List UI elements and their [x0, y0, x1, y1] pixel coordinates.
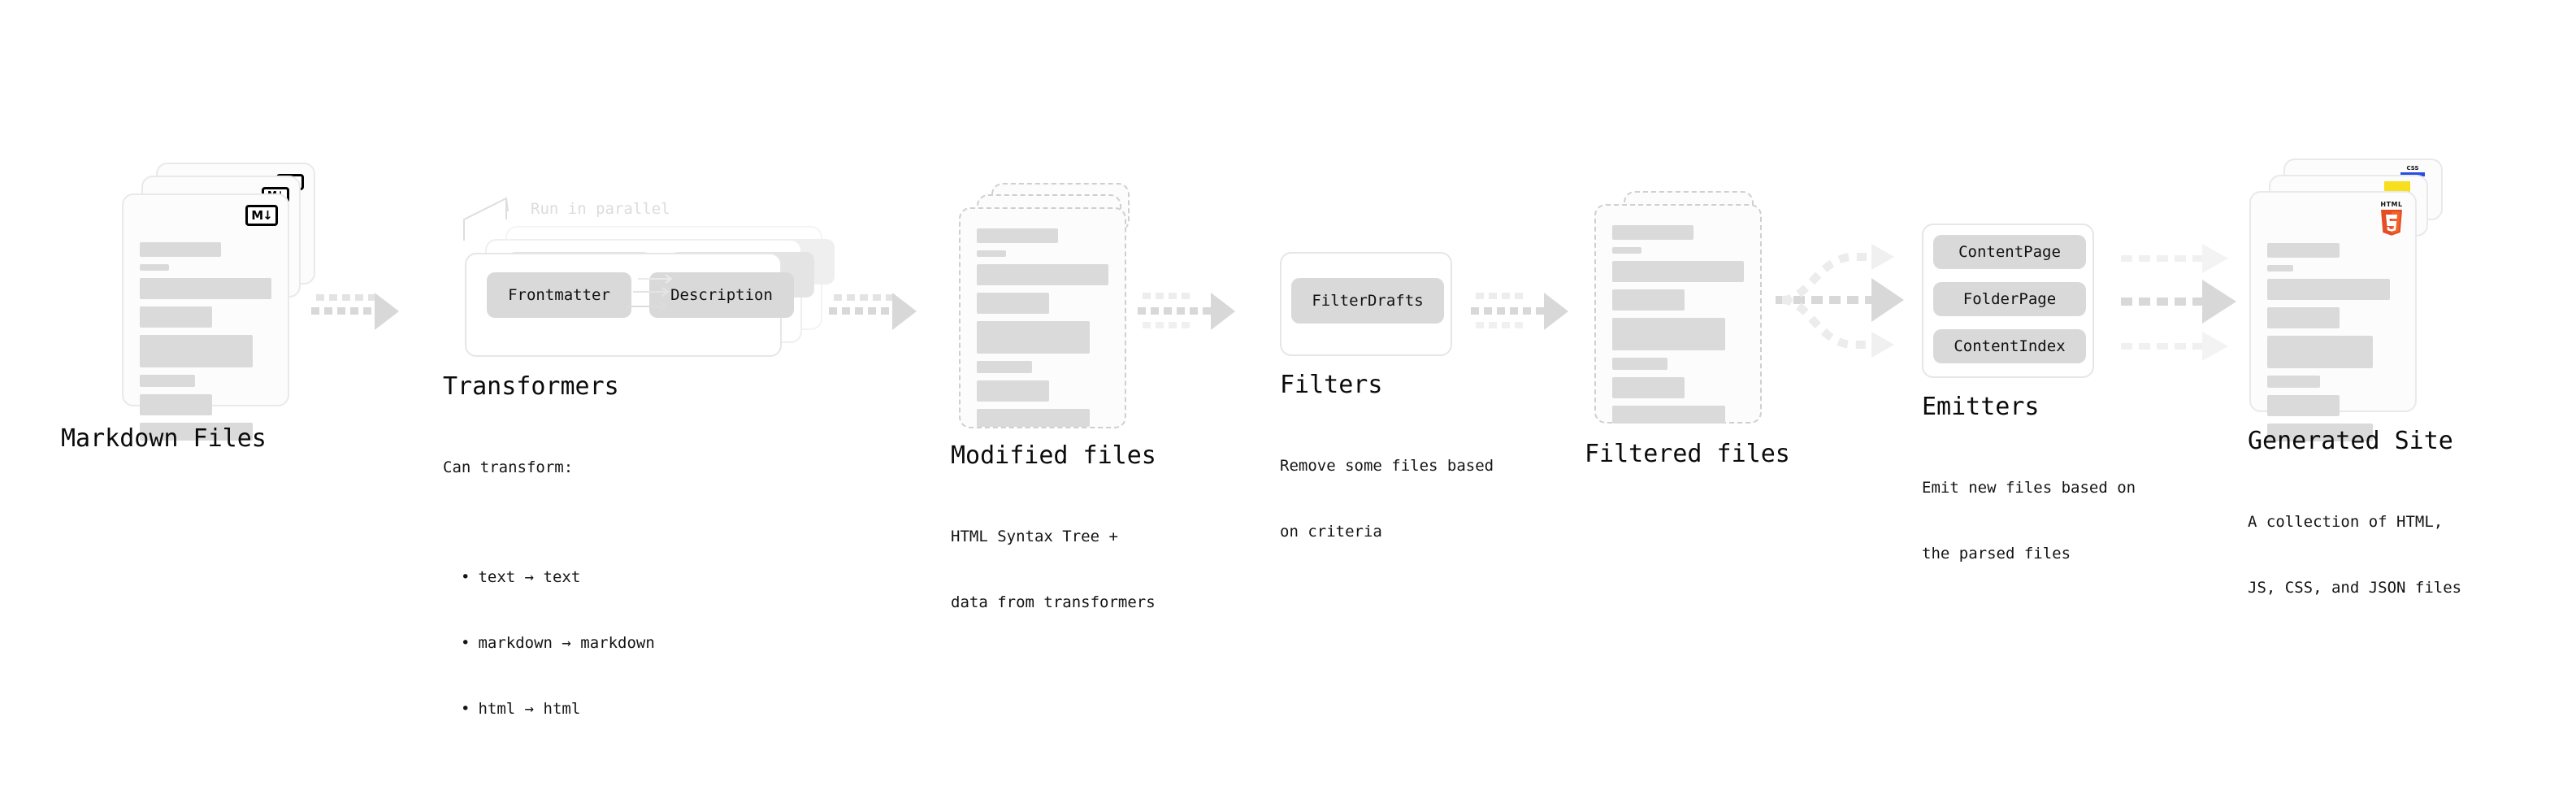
css-icon: CSS — [2400, 165, 2425, 176]
stage-caption-modified-files: HTML Syntax Tree + data from transformer… — [951, 482, 1156, 658]
css-icon-label: CSS — [2406, 165, 2419, 172]
stage-filtered-files: Filtered files — [1585, 191, 1790, 468]
html5-icon: HTML — [2378, 201, 2405, 237]
stage-title-transformers: Transformers — [443, 372, 619, 401]
emitter-chip-contentindex[interactable]: ContentIndex — [1933, 329, 2086, 363]
stage-generated-site: CSS HTML — [2248, 159, 2461, 597]
pipeline-diagram: M↓ M↓ M↓ Markdown Fi — [0, 0, 2576, 681]
run-in-parallel-label: Run in parallel — [531, 200, 670, 218]
emitters-panel: ContentPage FolderPage ContentIndex — [1922, 224, 2094, 378]
stage-title-emitters: Emitters — [1922, 393, 2040, 421]
transform-list: text → text markdown → markdown html → h… — [443, 523, 655, 764]
html5-shield-shape — [2381, 210, 2402, 236]
caption-line: HTML Syntax Tree + — [951, 528, 1118, 545]
run-in-parallel-bracket — [463, 197, 509, 241]
modified-file-stack — [959, 183, 1146, 428]
connector-emitters-to-site — [2121, 244, 2236, 361]
transformer-chip-frontmatter[interactable]: Frontmatter — [487, 272, 631, 318]
skeleton-body — [2267, 243, 2399, 449]
caption-heading: Can transform: — [443, 458, 574, 476]
caption-line: Emit new files based on — [1922, 479, 2136, 497]
transformer-panel-front: Frontmatter Description — [465, 253, 794, 357]
connector-filters-to-filtered — [1471, 293, 1568, 330]
markdown-card-front: M↓ — [122, 193, 289, 441]
skeleton-body — [140, 242, 271, 448]
transform-list-item: markdown → markdown — [461, 632, 654, 654]
filters-panel: FilterDrafts — [1280, 252, 1452, 356]
emitter-chip-folderpage[interactable]: FolderPage — [1933, 282, 2086, 316]
caption-line: on criteria — [1280, 523, 1382, 541]
stage-caption-generated-site: A collection of HTML, JS, CSS, and JSON … — [2248, 467, 2461, 643]
caption-line: A collection of HTML, — [2248, 513, 2444, 531]
stage-title-markdown-files: Markdown Files — [61, 424, 267, 453]
emitter-chip-contentpage[interactable]: ContentPage — [1933, 235, 2086, 269]
stage-caption-emitters: Emit new files based on the parsed files — [1922, 433, 2136, 609]
stage-markdown-files: M↓ M↓ M↓ Markdown Fi — [61, 163, 317, 453]
markdown-icon: M↓ — [245, 205, 278, 226]
html5-icon-label: HTML — [2380, 201, 2403, 208]
generated-card-front-html: HTML — [2249, 191, 2417, 441]
stage-title-generated-site: Generated Site — [2248, 427, 2453, 455]
skeleton-body — [1612, 225, 1744, 431]
caption-line: the parsed files — [1922, 545, 2071, 563]
connector-modified-to-filters — [1138, 293, 1235, 330]
stage-modified-files: Modified files HTML Syntax Tree + data f… — [951, 183, 1156, 611]
stage-caption-transformers: Can transform: text → text markdown → ma… — [443, 413, 655, 808]
stage-caption-filters: Remove some files based on criteria — [1280, 411, 1494, 587]
transformer-chip-description[interactable]: Description — [649, 272, 794, 318]
filtered-file-stack — [1594, 191, 1781, 427]
caption-line: JS, CSS, and JSON files — [2248, 579, 2462, 597]
caption-line: data from transformers — [951, 593, 1156, 611]
connector-md-to-transformers — [311, 293, 399, 330]
connector-filtered-to-emitters — [1776, 244, 1904, 358]
filter-chip-filterdrafts[interactable]: FilterDrafts — [1291, 278, 1444, 324]
skeleton-body — [977, 228, 1108, 434]
transformer-inner-arrows — [627, 274, 673, 312]
stage-title-filters: Filters — [1280, 371, 1383, 399]
stage-title-modified-files: Modified files — [951, 441, 1156, 470]
modified-card-front — [959, 207, 1126, 428]
transform-list-item: html → html — [461, 698, 655, 720]
markdown-file-stack: M↓ M↓ M↓ — [122, 163, 317, 441]
stage-title-filtered-files: Filtered files — [1585, 440, 1790, 468]
generated-site-stack: CSS HTML — [2249, 159, 2452, 441]
transform-list-item: text → text — [461, 567, 655, 589]
connector-transformers-to-modified — [829, 293, 917, 330]
filtered-card-front — [1594, 204, 1762, 424]
caption-line: Remove some files based — [1280, 457, 1494, 475]
